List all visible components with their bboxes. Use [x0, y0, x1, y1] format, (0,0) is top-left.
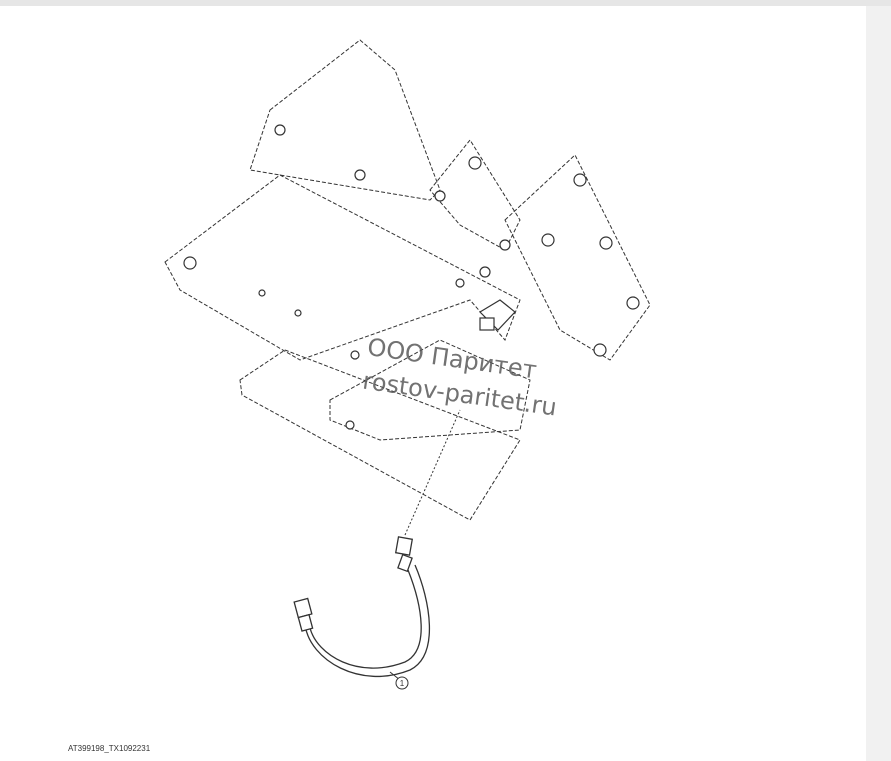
top-frame-bar — [0, 0, 891, 6]
bolt — [541, 233, 555, 247]
bolt — [354, 169, 366, 181]
bolt — [274, 124, 286, 136]
right-plate — [504, 154, 651, 361]
fitting-nut — [479, 317, 495, 331]
callout-number: 1 — [400, 679, 405, 688]
bolt — [479, 266, 491, 278]
hose-assembly — [304, 564, 431, 678]
assembly-leader-line — [404, 409, 461, 536]
parts-diagram: 1 — [164, 39, 651, 690]
bolt — [350, 350, 360, 360]
bolt — [455, 278, 465, 288]
bolt — [593, 343, 607, 357]
bolt — [434, 190, 446, 202]
bolt — [183, 256, 197, 270]
upper-bracket — [249, 39, 441, 201]
bolt — [258, 289, 266, 297]
bolt — [626, 296, 640, 310]
bolt — [599, 236, 613, 250]
bolt — [573, 173, 587, 187]
mounting-plate — [164, 174, 521, 361]
bolt — [468, 156, 482, 170]
callout-circle — [395, 676, 409, 690]
right-frame-strip — [866, 6, 891, 761]
diagram-canvas — [0, 6, 866, 761]
figure-id: AT399198_TX1092231 — [68, 744, 151, 753]
valve-block — [329, 339, 531, 441]
bolt — [499, 239, 511, 251]
bolt — [294, 309, 302, 317]
lower-plate — [239, 349, 521, 521]
middle-plate — [429, 139, 521, 251]
bolt — [345, 420, 355, 430]
hose-end-fitting — [394, 536, 414, 556]
